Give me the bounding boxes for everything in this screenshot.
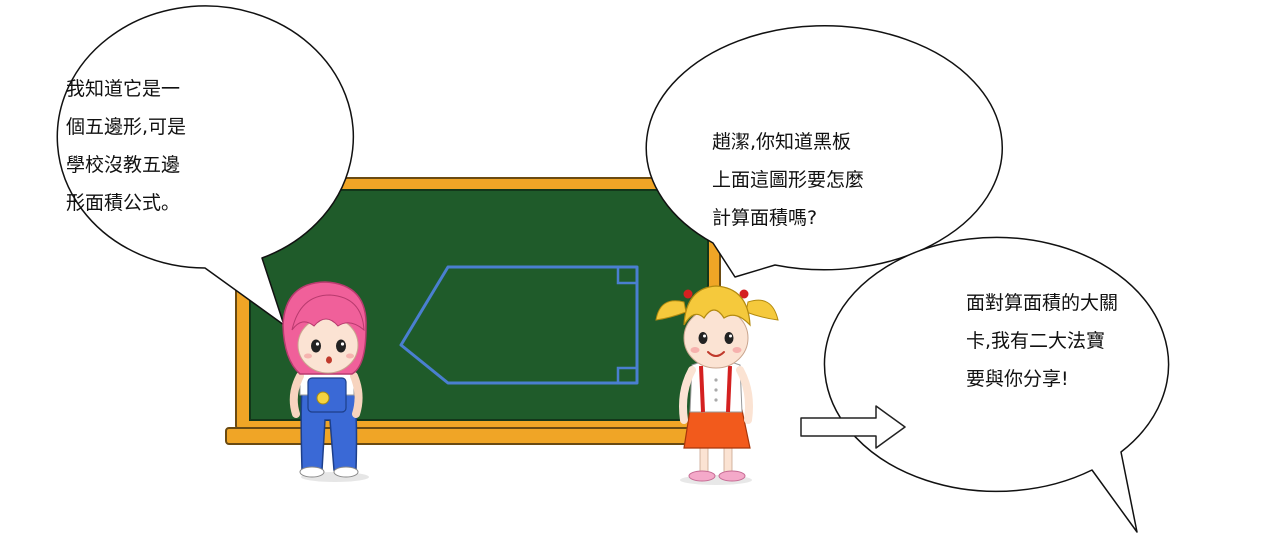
blonde-girl	[655, 285, 779, 485]
speech-bubble-left	[56, 5, 355, 326]
bubble-middle-line: 上面這圖形要怎麼	[712, 169, 865, 191]
bubble-left-line: 個五邊形,可是	[66, 116, 187, 138]
bubble-middle-line: 計算面積嗎?	[712, 207, 818, 229]
right-angle-mark-bottom	[616, 366, 637, 383]
right-arrow-icon	[800, 405, 906, 449]
bubble-right-text: 面對算面積的大關 卡,我有二大法寶 要與你分享!	[966, 284, 1118, 398]
bubble-right-line: 面對算面積的大關	[966, 292, 1119, 314]
bubble-left-text: 我知道它是一 個五邊形,可是 學校沒教五邊 形面積公式。	[66, 70, 186, 222]
pentagon-shape	[399, 265, 639, 385]
pink-haired-girl	[282, 281, 369, 482]
bubble-left-line: 學校沒教五邊	[66, 154, 181, 176]
bubble-right-line: 要與你分享!	[966, 368, 1069, 390]
right-angle-mark-top	[616, 267, 637, 285]
bubble-middle-line: 趙潔,你知道黑板	[712, 131, 852, 153]
bubble-left-line: 我知道它是一	[66, 78, 181, 100]
speech-bubble-right	[823, 236, 1170, 533]
bubble-middle-text: 趙潔,你知道黑板 上面這圖形要怎麼 計算面積嗎?	[712, 123, 864, 237]
bubble-left-line: 形面積公式。	[66, 192, 181, 214]
bubble-right-line: 卡,我有二大法寶	[966, 330, 1106, 352]
